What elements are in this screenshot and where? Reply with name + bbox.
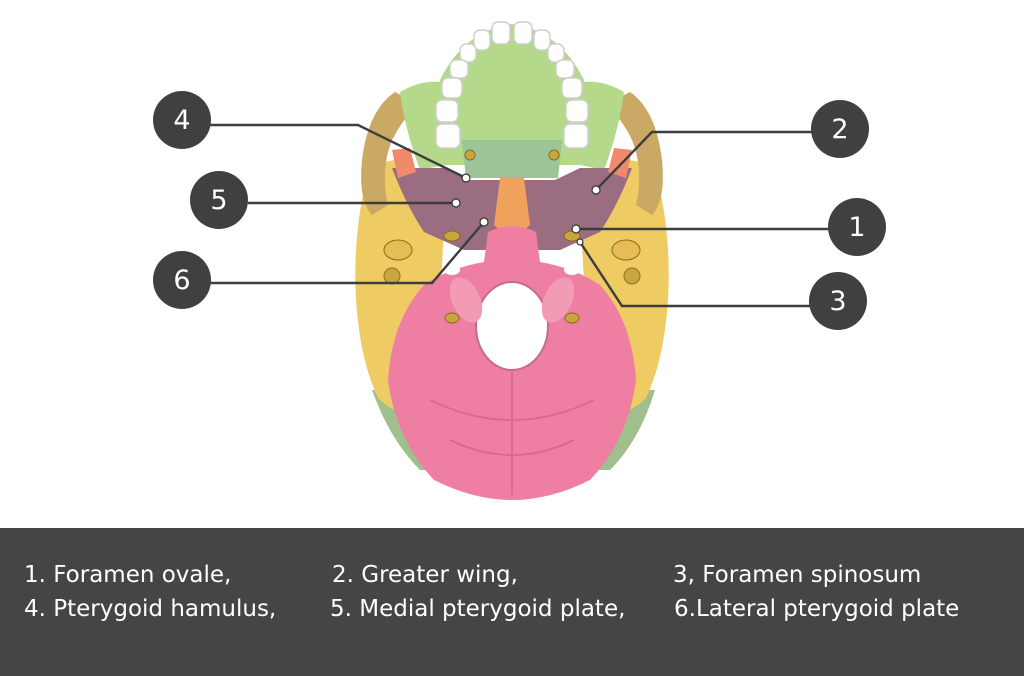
callout-5: 5 — [190, 171, 248, 229]
occipital-ridge — [429, 372, 595, 495]
foramen-magnum — [475, 281, 549, 371]
zygomatic-arch-left — [361, 92, 420, 215]
legend-item-6: 6.Lateral pterygoid plate — [674, 596, 960, 622]
pointer-dot-6 — [479, 217, 489, 227]
pointer-dot-1 — [571, 224, 581, 234]
pointer-dots — [451, 173, 601, 246]
callout-1-label: 1 — [848, 212, 865, 243]
callout-3-label: 3 — [829, 286, 846, 317]
orbit-patch-left — [392, 148, 416, 178]
callout-6-label: 6 — [173, 265, 190, 296]
foramina — [383, 149, 641, 324]
maxilla-lateral-left — [400, 81, 445, 170]
legend-item-4: 4. Pterygoid hamulus, — [24, 596, 277, 622]
leader-line-6 — [210, 221, 485, 285]
occipital-condyle-left — [449, 277, 483, 323]
legend-item-5: 5. Medial pterygoid plate, — [330, 596, 626, 622]
skull-illustration — [355, 21, 669, 500]
callout-6: 6 — [153, 251, 211, 309]
callout-4: 4 — [153, 91, 211, 149]
pointer-dot-3 — [576, 238, 584, 246]
legend-item-1: 1. Foramen ovale, — [24, 562, 232, 588]
jugular-foramen-right — [564, 265, 580, 275]
jugular-foramen-left — [444, 265, 460, 275]
leader-line-3 — [578, 241, 810, 308]
callout-2: 2 — [811, 100, 869, 158]
palatine-bone — [462, 140, 562, 178]
callout-5-label: 5 — [210, 185, 227, 216]
occipital-condyle-right — [541, 277, 575, 323]
leader-lines — [210, 123, 830, 308]
leader-line-4 — [210, 123, 467, 180]
callout-1: 1 — [828, 198, 886, 256]
callout-2-label: 2 — [831, 114, 848, 145]
callout-4-label: 4 — [173, 105, 190, 136]
legend-item-2: 2. Greater wing, — [332, 562, 518, 588]
legend-panel: 1. Foramen ovale, 2. Greater wing, 3, Fo… — [0, 528, 1024, 676]
vomer — [494, 178, 530, 240]
teeth — [435, 21, 589, 149]
skull-inferior-view-diagram: 4 5 6 2 1 3 — [153, 21, 886, 500]
pointer-dot-2 — [591, 185, 601, 195]
maxilla-lateral-right — [580, 81, 624, 170]
zygomatic-arch-right — [604, 92, 663, 215]
pointer-dot-4 — [461, 173, 471, 183]
leader-line-2 — [595, 130, 812, 191]
legend-item-3: 3, Foramen spinosum — [673, 562, 922, 588]
pointer-dot-5 — [451, 198, 461, 208]
callout-3: 3 — [809, 272, 867, 330]
